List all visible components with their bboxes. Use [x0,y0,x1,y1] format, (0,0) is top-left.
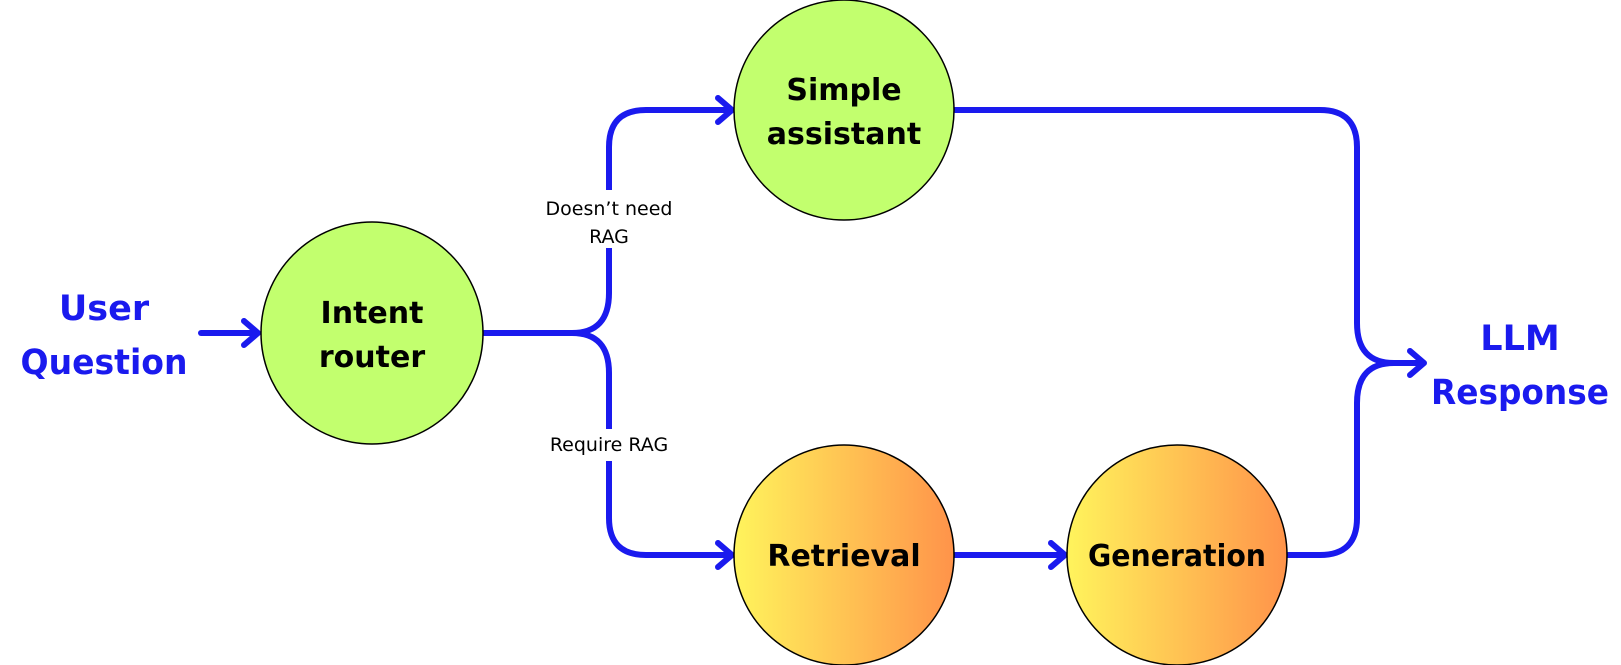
intent-router-label-line1: Intent [321,296,424,331]
edge-label-no-rag-line2: RAG [589,226,629,248]
edge-router-to-retrieval [569,330,733,558]
llm-response-line1: LLM [1480,319,1559,359]
output-label: LLM Response [1431,319,1609,413]
simple-assistant-label-line1: Simple [786,73,901,108]
generation-circle [1066,444,1288,665]
node-simple-assistant: Simple assistant [733,0,955,221]
arrowhead-simple-assistant [715,95,735,125]
arrowhead-response [1407,348,1427,378]
edge-simple-assistant-to-response [952,107,1425,366]
edge-label-no-rag-line1: Doesn’t need [546,198,673,220]
node-retrieval: Retrieval [733,444,955,665]
simple-assistant-circle [733,0,955,221]
intent-router-label-line2: router [319,340,425,375]
arrowhead-retrieval [715,540,735,570]
user-question-line2: Question [21,343,188,383]
node-generation: Generation [1066,444,1288,665]
user-question-line1: User [59,289,150,329]
edge-generation-to-response [1285,360,1397,558]
edge-labels: Doesn’t need RAG Require RAG [532,190,686,461]
arrowhead-generation [1048,540,1068,570]
input-label: User Question [21,289,188,383]
intent-router-circle [260,221,484,445]
llm-response-line2: Response [1431,373,1609,413]
arrowhead-router [241,318,261,348]
retrieval-circle [733,444,955,665]
edge-label-require-rag: Require RAG [550,434,668,456]
generation-label: Generation [1088,539,1266,574]
retrieval-label: Retrieval [767,539,920,574]
simple-assistant-label-line2: assistant [767,117,921,152]
node-intent-router: Intent router [260,221,484,445]
